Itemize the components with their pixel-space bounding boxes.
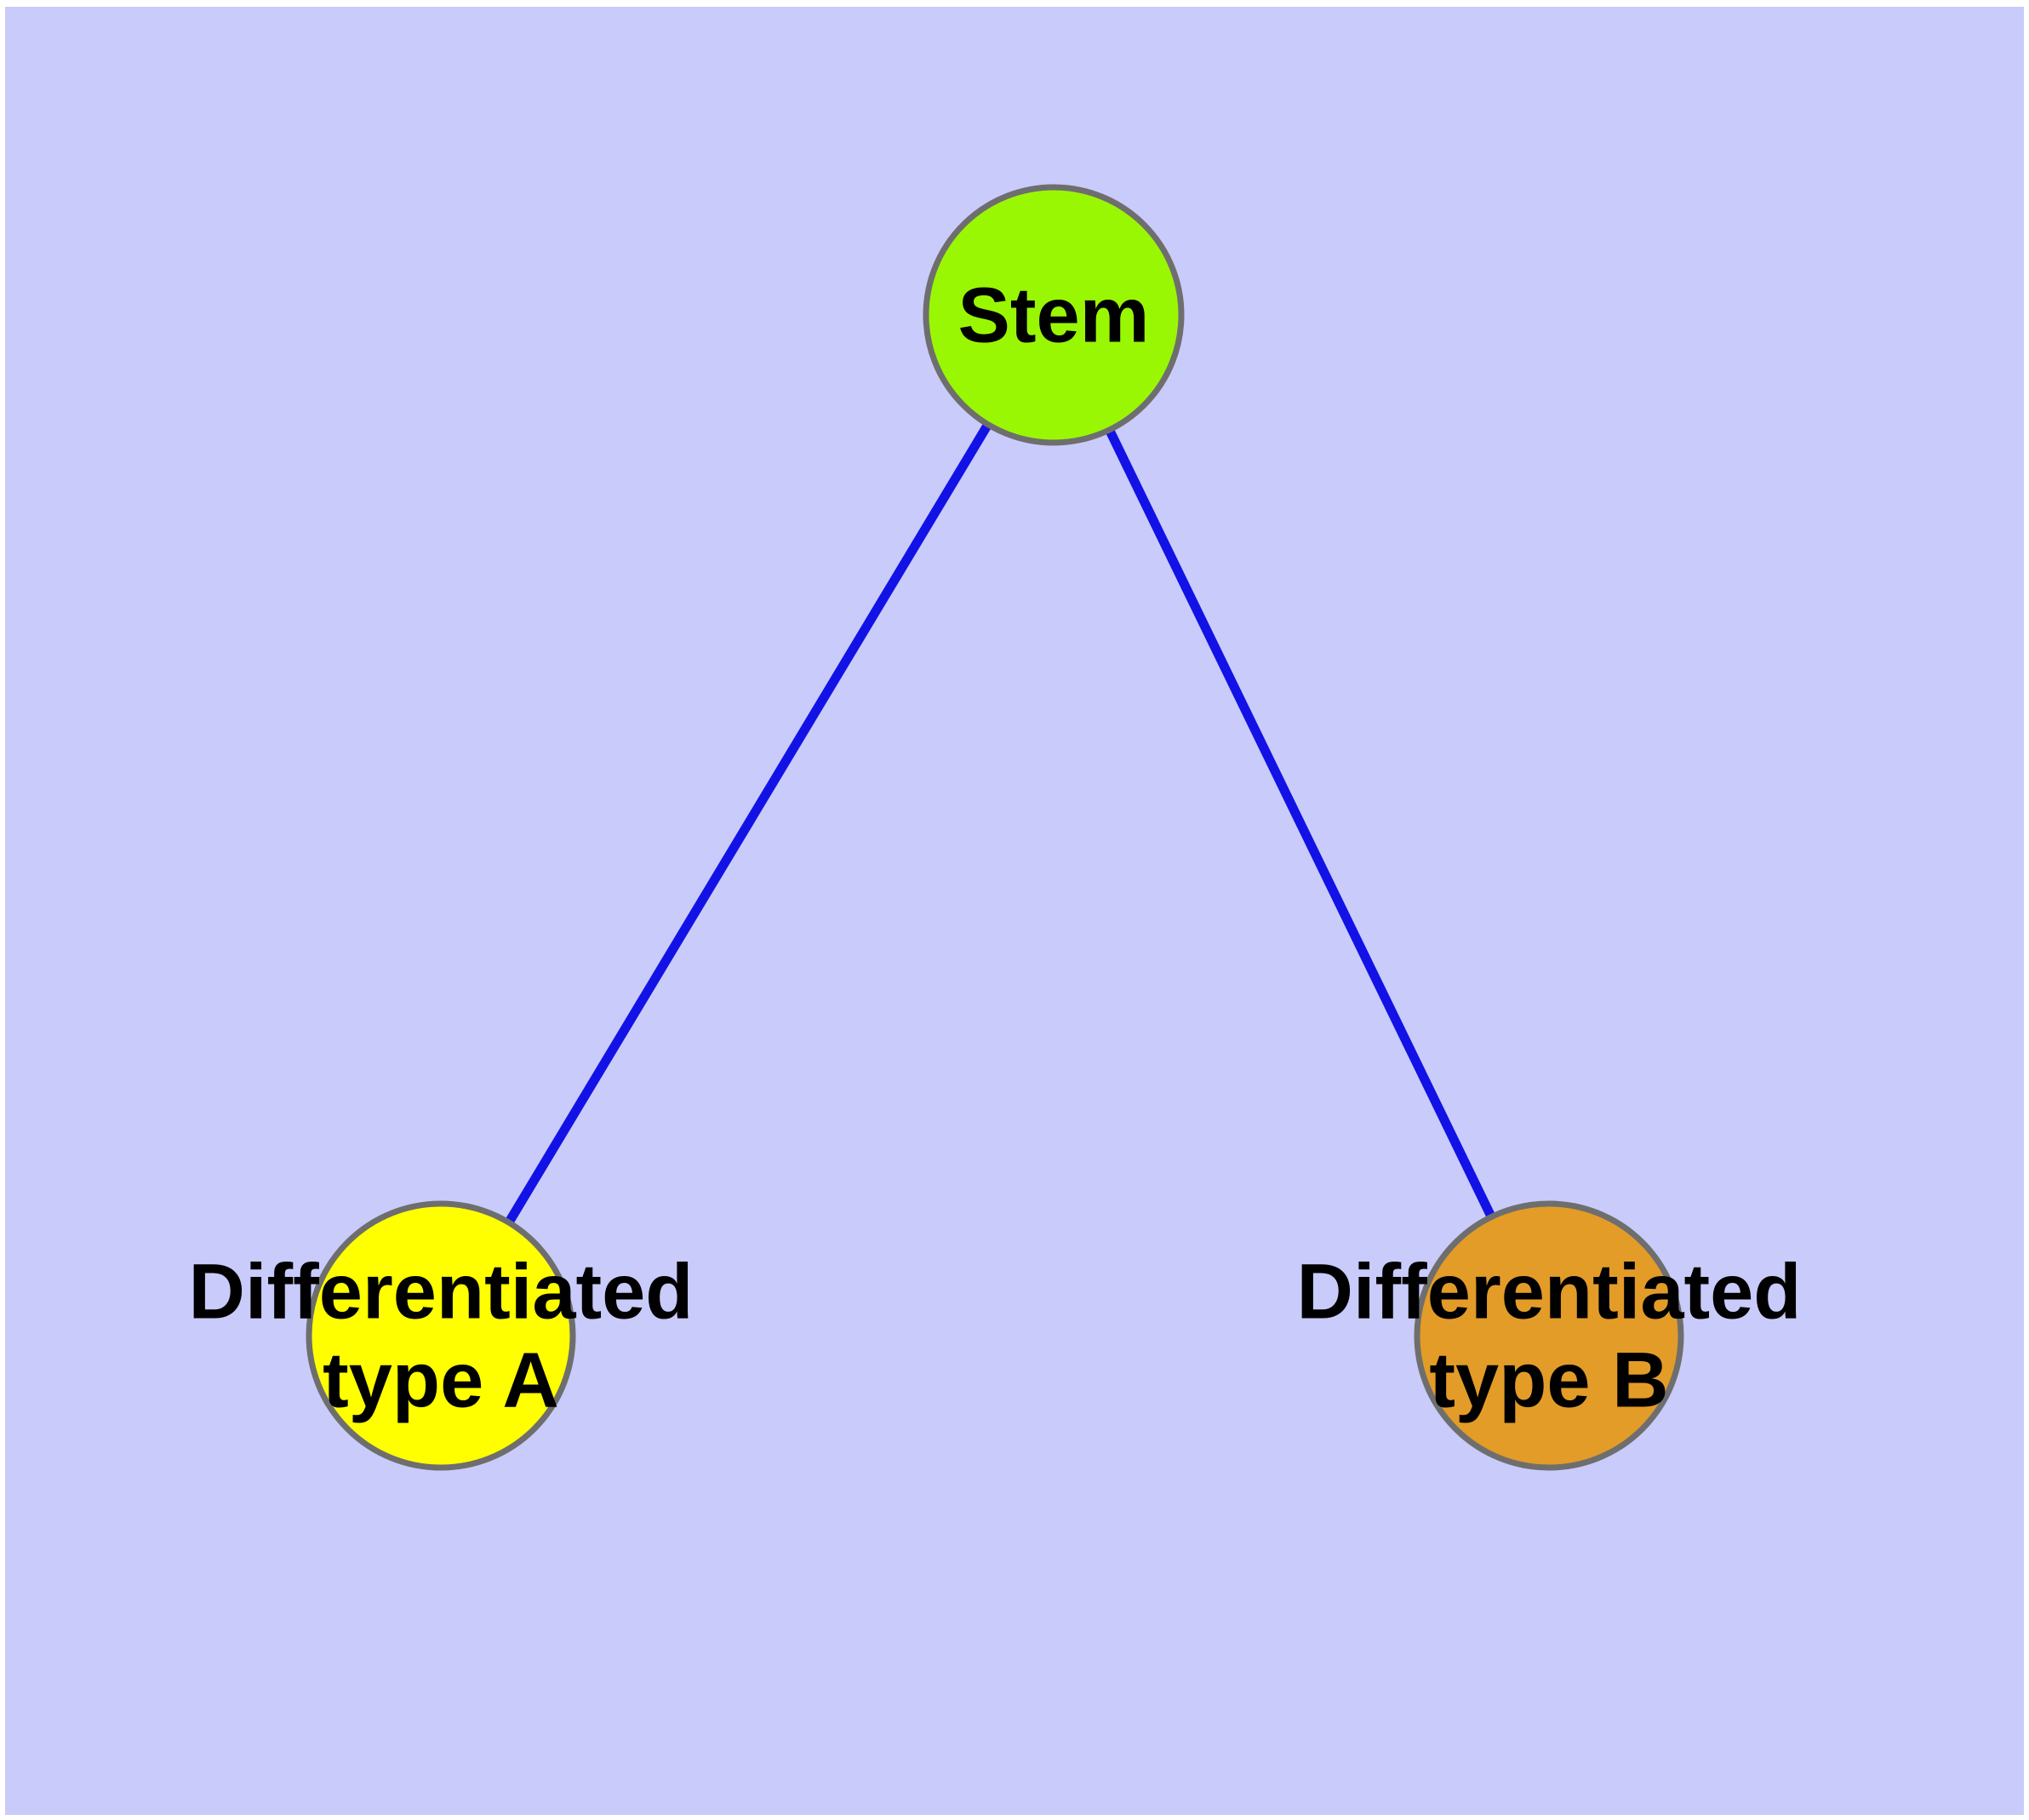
edges-layer (505, 421, 1496, 1225)
graph-edge (1105, 427, 1496, 1219)
label-line: Differentiated (189, 1248, 694, 1335)
graph-node-label-stem: Stem (958, 272, 1150, 358)
label-line: Differentiated (1297, 1248, 1802, 1335)
label-line: type A (323, 1336, 559, 1423)
graph-edge (505, 421, 992, 1225)
graph-node-diff_b[interactable] (1414, 1200, 1684, 1471)
graph-node-stem[interactable] (923, 184, 1185, 446)
label-line: type B (1429, 1336, 1668, 1423)
nodes-layer (306, 184, 1684, 1471)
label-line: Stem (958, 272, 1150, 358)
graph-node-diff_a[interactable] (306, 1200, 576, 1471)
